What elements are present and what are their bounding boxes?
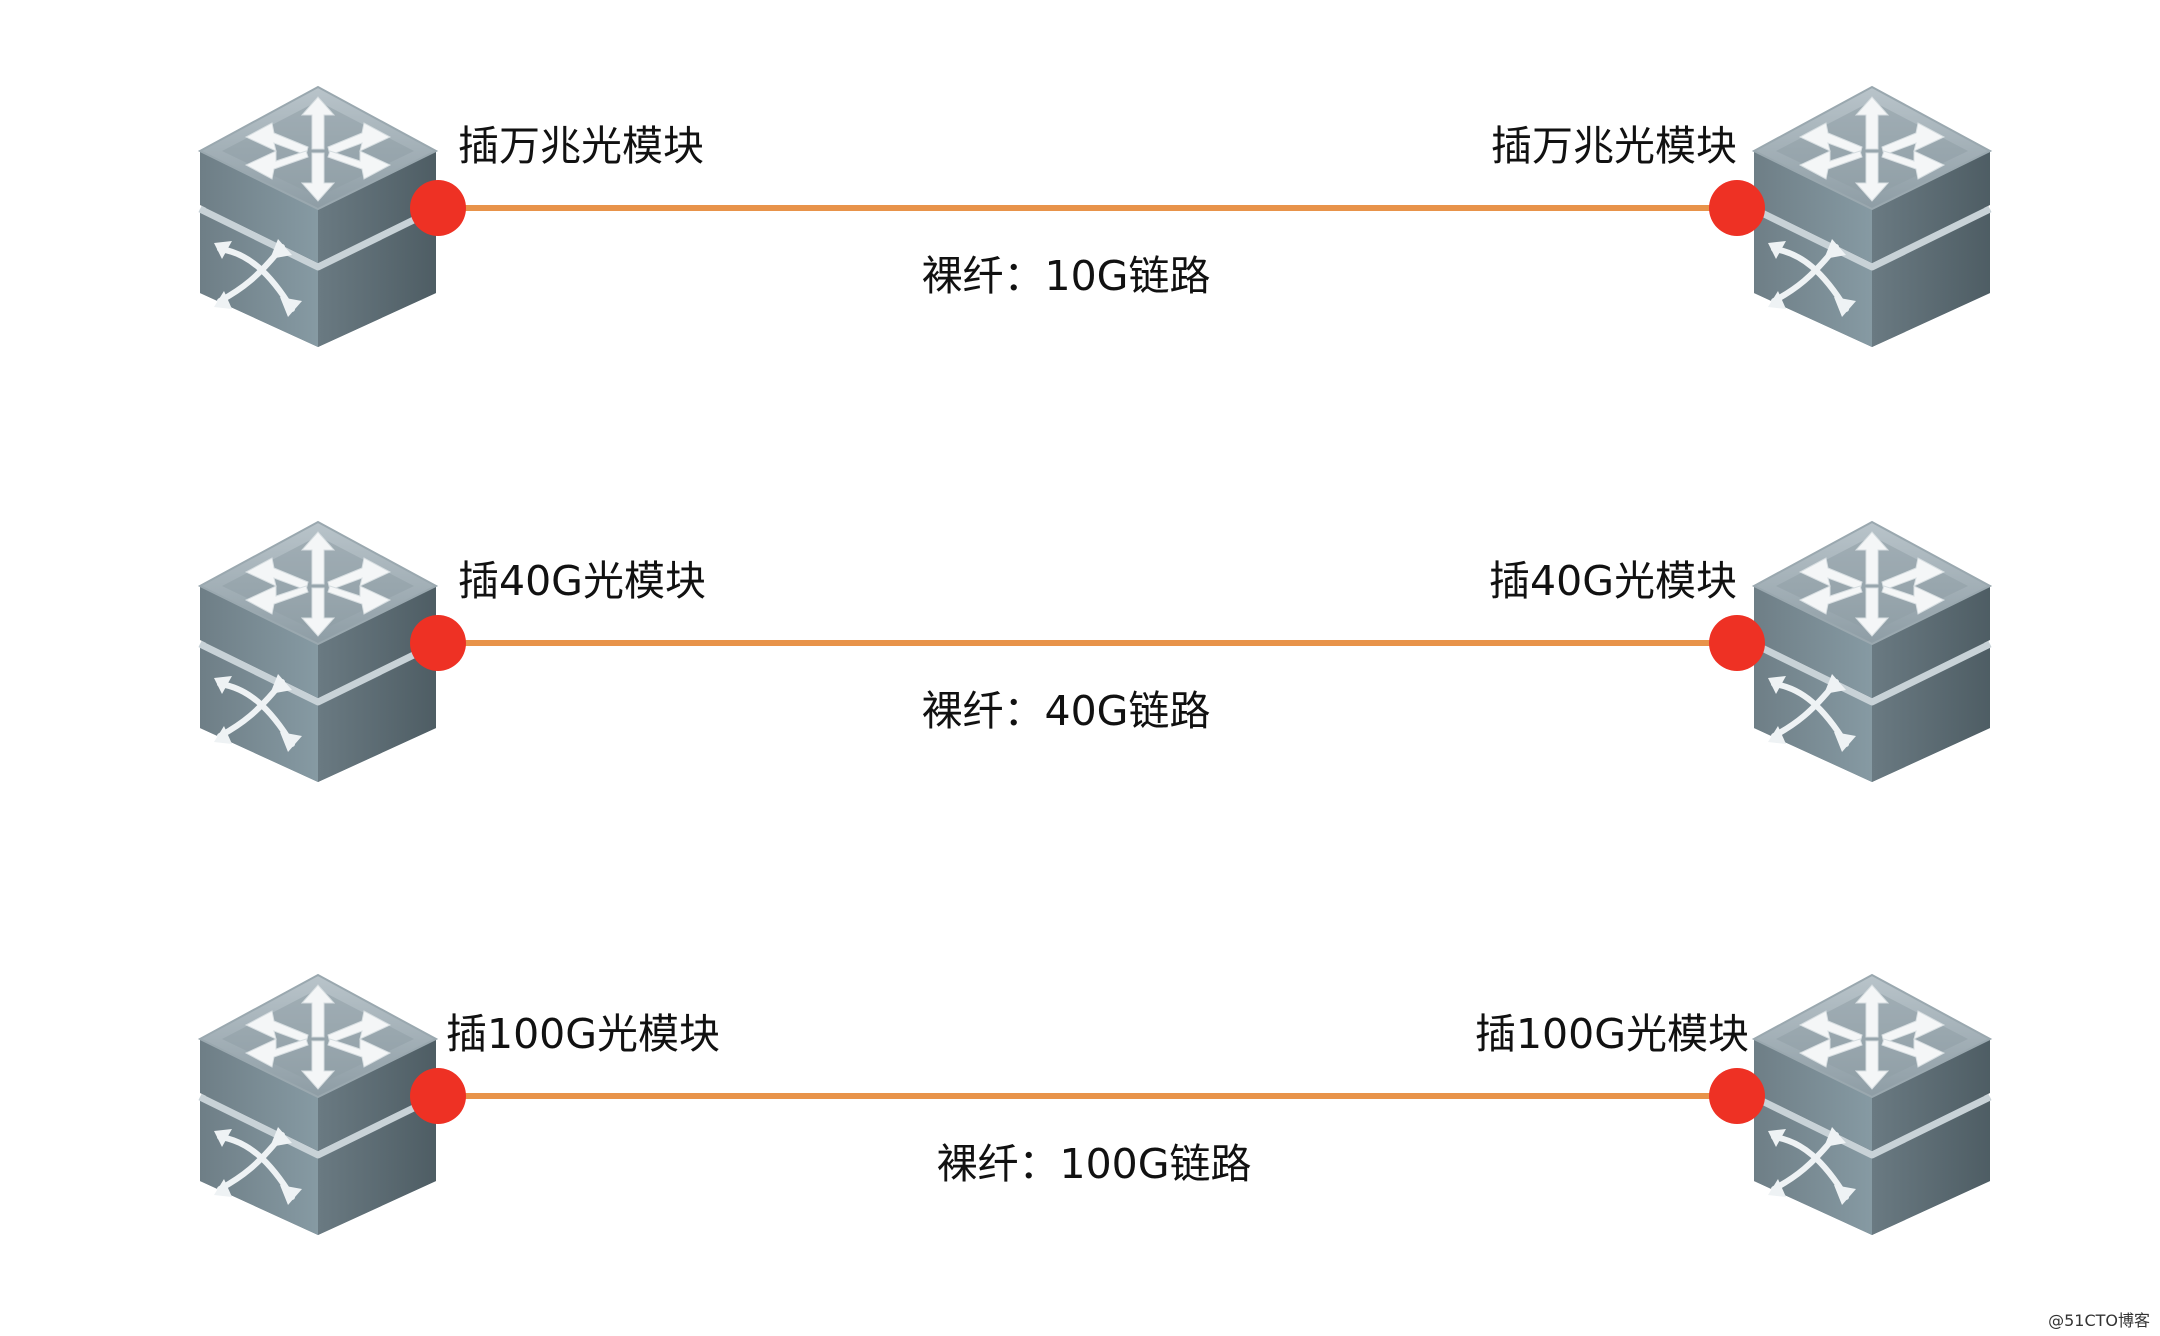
right-module-label: 插万兆光模块	[1491, 122, 1737, 170]
right-module-label: 插100G光模块	[1475, 1010, 1749, 1058]
switch-icon	[1754, 522, 1990, 782]
left-port-dot	[410, 1068, 466, 1124]
link-label: 裸纤：100G链路	[936, 1140, 1251, 1188]
link-label: 裸纤：40G链路	[922, 687, 1211, 735]
link-label: 裸纤：10G链路	[922, 252, 1211, 300]
switch-icon	[1754, 87, 1990, 347]
right-port-dot	[1709, 180, 1765, 236]
switch-icon	[200, 522, 436, 782]
right-module-label: 插40G光模块	[1489, 557, 1737, 605]
switch-icon	[200, 975, 436, 1235]
right-port-dot	[1709, 1068, 1765, 1124]
right-port-dot	[1709, 615, 1765, 671]
left-module-label: 插万兆光模块	[458, 122, 704, 170]
left-module-label: 插100G光模块	[446, 1010, 720, 1058]
left-port-dot	[410, 615, 466, 671]
left-port-dot	[410, 180, 466, 236]
switch-icon	[1754, 975, 1990, 1235]
left-module-label: 插40G光模块	[458, 557, 706, 605]
watermark: @51CTO博客	[2048, 1311, 2150, 1330]
switch-icon	[200, 87, 436, 347]
